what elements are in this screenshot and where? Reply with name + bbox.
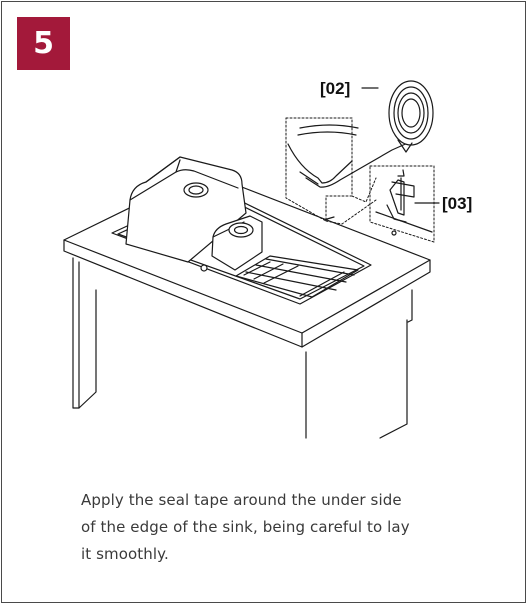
instruction-text: Apply the seal tape around the under sid…: [81, 487, 471, 568]
drainboard: [200, 255, 359, 298]
cabinet: [72, 257, 413, 439]
step-number-badge: 5: [17, 17, 70, 70]
mounting-clip: [375, 169, 433, 236]
detail-edge: [285, 117, 377, 225]
detail-clip: [369, 165, 435, 243]
callout-label-02: [02]: [320, 79, 350, 98]
instruction-line: Apply the seal tape around the under sid…: [81, 491, 402, 509]
seal-tape-roll: [388, 80, 434, 153]
edge-profile: [287, 124, 411, 188]
callout-label-03: [03]: [442, 194, 472, 213]
instruction-line: of the edge of the sink, being careful t…: [81, 518, 410, 536]
instruction-line: it smoothly.: [81, 545, 169, 563]
small-bowl: [211, 215, 263, 271]
